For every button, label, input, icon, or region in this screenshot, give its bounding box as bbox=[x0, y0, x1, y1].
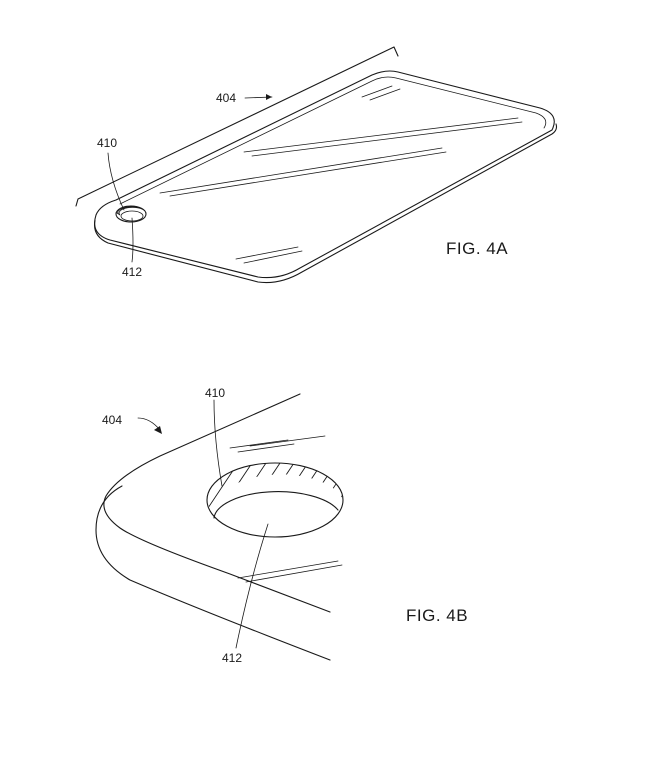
label-412-4a: 412 bbox=[122, 265, 142, 279]
label-404-4a: 404 bbox=[216, 91, 236, 105]
caption-fig-4b: FIG. 4B bbox=[406, 606, 468, 625]
leader-412-4b bbox=[235, 523, 269, 649]
label-410-4a: 410 bbox=[97, 136, 117, 150]
aperture-410-4b bbox=[206, 462, 344, 538]
leader-410-4a bbox=[107, 152, 125, 211]
figure-4a: 404 410 412 FIG. 4A bbox=[75, 46, 558, 284]
device-edge bbox=[93, 123, 558, 284]
aperture-410 bbox=[115, 205, 147, 223]
bracket-404 bbox=[75, 46, 399, 207]
label-404-4b: 404 bbox=[102, 413, 122, 427]
arrow-404-4b-head bbox=[154, 426, 162, 434]
arrow-404-4a-head bbox=[266, 94, 272, 100]
caption-fig-4a: FIG. 4A bbox=[446, 239, 508, 258]
corner-outline bbox=[103, 393, 331, 613]
leader-412-4a bbox=[131, 217, 134, 263]
device-outline bbox=[94, 70, 555, 279]
leader-410-4b bbox=[213, 399, 223, 487]
reflection-lines bbox=[159, 85, 523, 264]
corner-side-edge bbox=[95, 485, 331, 661]
label-412-4b: 412 bbox=[222, 651, 242, 665]
label-410-4b: 410 bbox=[205, 386, 225, 400]
device-face bbox=[119, 76, 547, 205]
figure-4b: 404 410 412 FIG. 4B bbox=[95, 386, 468, 665]
reflection-lines-4b bbox=[229, 435, 343, 583]
